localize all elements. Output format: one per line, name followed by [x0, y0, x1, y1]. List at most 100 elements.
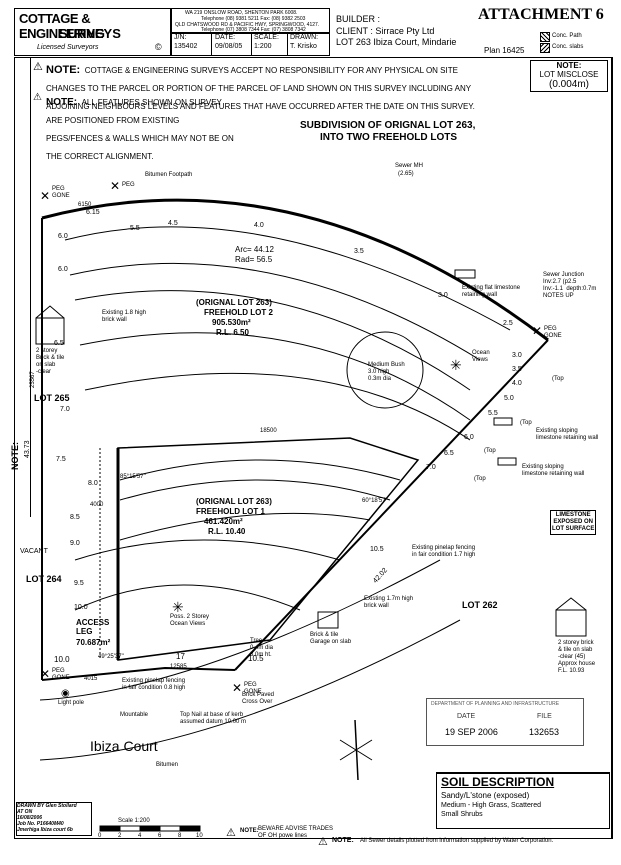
- date-label: DATE:: [215, 34, 236, 41]
- poss-ocean-views-label: Poss. 2 Storey Ocean Views: [170, 614, 210, 627]
- peg-icon: ✕: [110, 179, 120, 193]
- company-address-block: WA 219 ONSLOW ROAD, SHENTON PARK 6008. T…: [170, 8, 330, 34]
- contour-label: 3.0: [512, 352, 522, 359]
- client-name: CLIENT : Sirrace Pty Ltd: [336, 26, 435, 36]
- lot2-title: (ORIGNAL LOT 263): [196, 298, 272, 307]
- contour-line: [64, 226, 511, 331]
- scale-label: SCALE:: [254, 34, 279, 41]
- dim-6150: 6150: [78, 202, 92, 208]
- note-text: COTTAGE & ENGINEERING SURVEYS ACCEPT NO …: [46, 66, 475, 111]
- scale-tick: 2: [118, 833, 122, 839]
- soil-desc-1: Medium - High Grass, Scattered: [441, 802, 541, 809]
- peg-gone-icon: ✕: [40, 189, 50, 203]
- legend-path: Conc. Path: [552, 33, 582, 39]
- dim-6-15: 6.15: [86, 209, 100, 216]
- scale-tick: 10: [196, 833, 203, 839]
- top-marker: (Top: [520, 420, 532, 426]
- misclose-note-label: NOTE:: [556, 61, 582, 70]
- contour-line: [119, 512, 371, 541]
- footpath-label: Bitumen Footpath: [145, 172, 193, 178]
- stamp-file: 132653: [529, 727, 560, 737]
- received-stamp: DEPARTMENT OF PLANNING AND INFRASTRUCTUR…: [426, 698, 584, 746]
- garage-outline: [317, 611, 339, 629]
- warning-icon: ⚠: [226, 827, 236, 839]
- note-label-2: NOTE:: [46, 97, 78, 108]
- subdivision-title: SUBDIVISION OF ORIGNAL LOT 263,: [300, 120, 476, 131]
- note-label: NOTE:: [46, 64, 81, 76]
- road-edge: [39, 619, 461, 761]
- contour-label: 3.5: [354, 248, 364, 255]
- dim-12585: 12585: [170, 664, 187, 670]
- contour-label: 8.5: [70, 514, 80, 521]
- contour-label: 7.0: [60, 406, 70, 413]
- contour-line: [74, 290, 471, 391]
- contour-line: [69, 262, 481, 361]
- address-qld: QLD CHATSWOOD RD & PACIFIC HWY, SPRINGWO…: [175, 22, 320, 28]
- tel-wa: Telephone (08) 9381 5211 Fax: (08) 9382 …: [201, 16, 306, 22]
- beware-note-label: NOTE:: [240, 828, 259, 834]
- peg-gone-icon: ✕: [532, 324, 542, 338]
- attachment-label: ATTACHMENT 6: [478, 6, 604, 23]
- plan-number: Plan 16425: [484, 46, 525, 55]
- ocean-view-star-icon: ✳: [450, 357, 462, 373]
- contour-label: 6.0: [58, 233, 68, 240]
- scale-bar-segment: [139, 825, 161, 832]
- contour-label: 4.0: [512, 380, 522, 387]
- sewer-note: All Sewer details plotted from informati…: [360, 838, 554, 844]
- south-boundary: [41, 666, 236, 681]
- north-arrow-cross: [339, 739, 373, 761]
- job-info-block: J/N: 135402 DATE: 09/08/05 SCALE: 1:200 …: [170, 32, 330, 56]
- date-value: 09/08/05: [215, 43, 243, 50]
- builder-label: BUILDER :: [336, 14, 381, 24]
- contour-line: [79, 332, 471, 421]
- dim-25567: 25567: [30, 371, 36, 388]
- builder-block: BUILDER : CLIENT : Sirrace Pty Ltd LOT 2…: [328, 8, 538, 55]
- peg-gone-icon: ✕: [40, 667, 50, 681]
- misclose-value: (0.004m): [548, 79, 589, 90]
- contour-label: 7.0: [426, 464, 436, 471]
- scale-tick: 4: [138, 833, 142, 839]
- lot1-title: (ORIGNAL LOT 263): [196, 497, 272, 506]
- contour-label: 9.5: [74, 580, 84, 587]
- tree-label: Tree 0.4m dia 3.0m ht.: [250, 638, 274, 658]
- drawn-value: T. Krisko: [290, 43, 317, 50]
- scale-tick: 8: [178, 833, 182, 839]
- scale-tick: 6: [158, 833, 162, 839]
- left-house-label: 2 storey Brick & tile on slab -clear: [36, 348, 65, 375]
- soil-description-box: SOIL DESCRIPTION Sandy/L'stone (exposed)…: [436, 772, 610, 829]
- drawing-frame: [14, 57, 613, 839]
- note-text-2: ALL FEATURES SHOWN ON SURVEY ARE POSITIO…: [46, 98, 234, 161]
- vacant-label: VACANT: [20, 548, 48, 555]
- contour-label: 3.0: [438, 292, 448, 299]
- copyright-mark: ©: [155, 42, 162, 52]
- contour-label: 10.0: [74, 604, 88, 611]
- stamp-file-label: FILE: [537, 713, 552, 720]
- lot-264-label: LOT 264: [26, 574, 62, 584]
- lot2-name: FREEHOLD LOT 2: [204, 308, 273, 317]
- dim-18500: 18500: [260, 428, 277, 434]
- sewer-mh-level: (2.65): [398, 171, 414, 177]
- misclose-box: NOTE: LOT MISCLOSE (0.004m): [530, 60, 608, 92]
- scale-bar-segment: [179, 825, 201, 832]
- legend-slabs: Conc. slabs: [552, 44, 584, 50]
- existing-limestone-wall-label: Existing flat limestone retaining wall: [462, 285, 521, 298]
- sloping-wall-icon-2: [497, 457, 517, 466]
- soil-title: SOIL DESCRIPTION: [441, 775, 555, 789]
- peg-gone-icon: ✕: [232, 681, 242, 695]
- subdivision-subtitle: INTO TWO FREEHOLD LOTS: [320, 132, 458, 143]
- ocean-view-star-icon: ✳: [172, 599, 184, 615]
- north-boundary: [41, 198, 549, 342]
- note-responsibility: NOTE: COTTAGE & ENGINEERING SURVEYS ACCE…: [46, 60, 476, 114]
- note-features: NOTE: ALL FEATURES SHOWN ON SURVEY ARE P…: [46, 92, 236, 164]
- medium-bush-label: Medium Bush 3.0 high 0.3m dia: [368, 362, 405, 382]
- east-boundary: [234, 339, 549, 671]
- drawn-label: DRAWN:: [290, 34, 319, 41]
- contour-label: 8.0: [88, 480, 98, 487]
- dim-4015: 4015: [84, 676, 98, 682]
- light-pole-label: Light pole: [58, 700, 85, 706]
- dim-43-73: 43.73: [24, 440, 31, 458]
- path-legend-swatch: [540, 32, 550, 42]
- peg-gone-label: PEG GONE: [244, 682, 262, 695]
- contour-label: 9.0: [70, 540, 80, 547]
- access-leg-label: ACCESS LEG: [76, 618, 110, 636]
